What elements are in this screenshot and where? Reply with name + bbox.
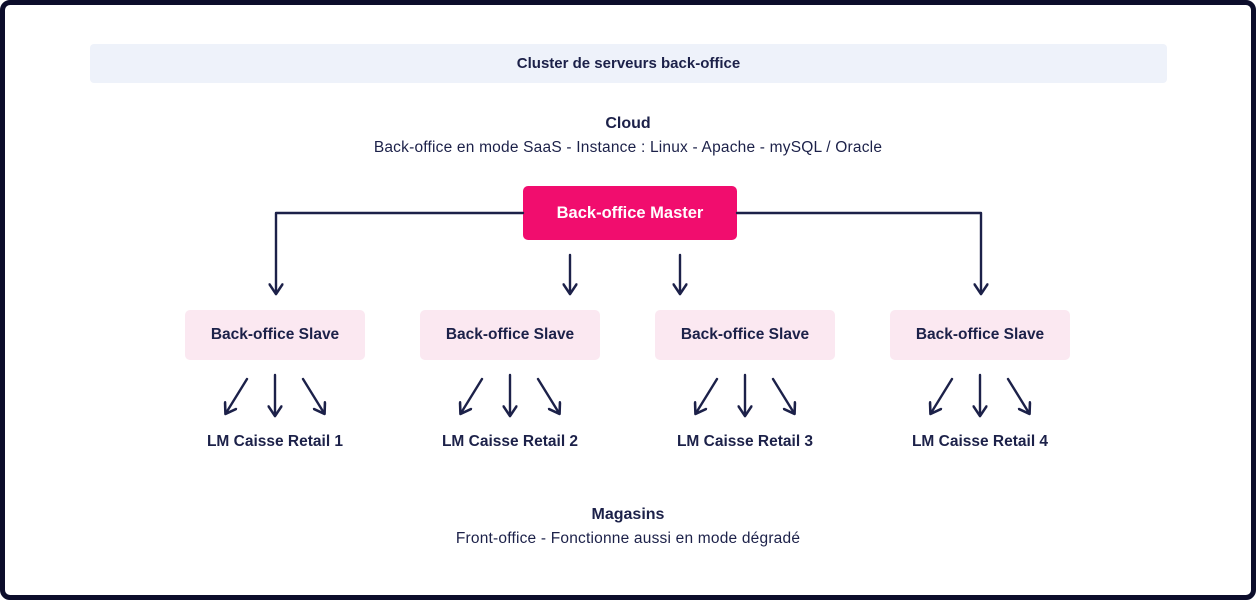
retail-label-3: LM Caisse Retail 3 — [676, 433, 814, 450]
magasins-title: Magasins — [591, 506, 665, 523]
diagram-title: Cluster de serveurs back-office — [516, 55, 741, 72]
slave-3-output-arrows — [696, 373, 794, 415]
cloud-section: Cloud Back-office en mode SaaS - Instanc… — [5, 115, 1251, 157]
magasins-subtitle: Front-office - Fonctionne aussi en mode … — [455, 530, 801, 547]
node-back-office-slave-1: Back-office Slave — [185, 310, 365, 360]
slave-2-output-arrows — [461, 373, 559, 415]
node-back-office-slave-3: Back-office Slave — [655, 310, 835, 360]
slave-node-label: Back-office Slave — [680, 326, 810, 343]
magasins-section: Magasins Front-office - Fonctionne aussi… — [5, 506, 1251, 548]
retail-label-1: LM Caisse Retail 1 — [206, 433, 344, 450]
retail-label-4: LM Caisse Retail 4 — [911, 433, 1049, 450]
cloud-title: Cloud — [605, 115, 651, 132]
cloud-subtitle: Back-office en mode SaaS - Instance : Li… — [373, 139, 883, 156]
master-node-label: Back-office Master — [556, 203, 704, 222]
node-back-office-master: Back-office Master — [523, 186, 737, 240]
node-back-office-slave-4: Back-office Slave — [890, 310, 1070, 360]
slave-1-output-arrows — [226, 373, 324, 415]
diagram-header: Cluster de serveurs back-office — [90, 44, 1167, 83]
slave-node-label: Back-office Slave — [445, 326, 575, 343]
slave-node-label: Back-office Slave — [915, 326, 1045, 343]
connector-master-to-slave-1 — [276, 211, 525, 293]
connector-master-to-slave-4 — [735, 211, 981, 293]
retail-label-2: LM Caisse Retail 2 — [441, 433, 579, 450]
slave-node-label: Back-office Slave — [210, 326, 340, 343]
slave-4-output-arrows — [931, 373, 1029, 415]
node-back-office-slave-2: Back-office Slave — [420, 310, 600, 360]
